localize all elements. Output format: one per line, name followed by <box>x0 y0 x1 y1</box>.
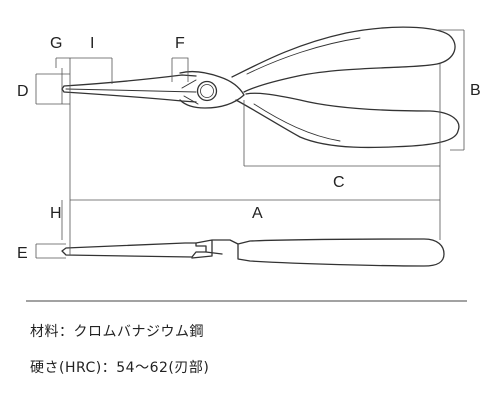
label-a: A <box>252 205 263 222</box>
dim-i <box>70 57 113 84</box>
side-nose <box>61 242 207 258</box>
label-b: B <box>470 82 481 99</box>
ref-left <box>61 68 71 255</box>
jaw-split-line <box>65 88 197 93</box>
label-c: C <box>333 174 345 191</box>
label-i: I <box>90 35 94 52</box>
spec-material: 材料：クロムバナジウム鋼 <box>30 324 204 340</box>
label-d: D <box>17 83 29 100</box>
dim-a <box>61 166 441 240</box>
dim-b <box>438 29 465 151</box>
side-joint <box>191 239 239 259</box>
pivot-detail <box>181 79 199 105</box>
pliers-top-view <box>61 26 460 149</box>
lower-handle <box>235 92 460 149</box>
dimension-lines <box>35 29 465 259</box>
pivot-body <box>179 70 245 109</box>
dim-e <box>35 243 66 259</box>
dim-f <box>171 57 189 82</box>
label-h: H <box>50 205 62 222</box>
label-f: F <box>175 35 185 52</box>
label-g: G <box>50 35 62 52</box>
dim-d <box>35 73 70 105</box>
upper-handle <box>231 26 456 93</box>
pivot-rivet <box>196 80 218 102</box>
side-handle <box>237 238 445 267</box>
pliers-side-view <box>61 238 445 267</box>
upper-jaw <box>61 74 197 90</box>
dim-c <box>243 64 441 167</box>
label-e: E <box>17 245 28 262</box>
spec-hardness: 硬さ(HRC)：54～62(刃部) <box>30 360 210 376</box>
dim-g <box>55 57 71 68</box>
